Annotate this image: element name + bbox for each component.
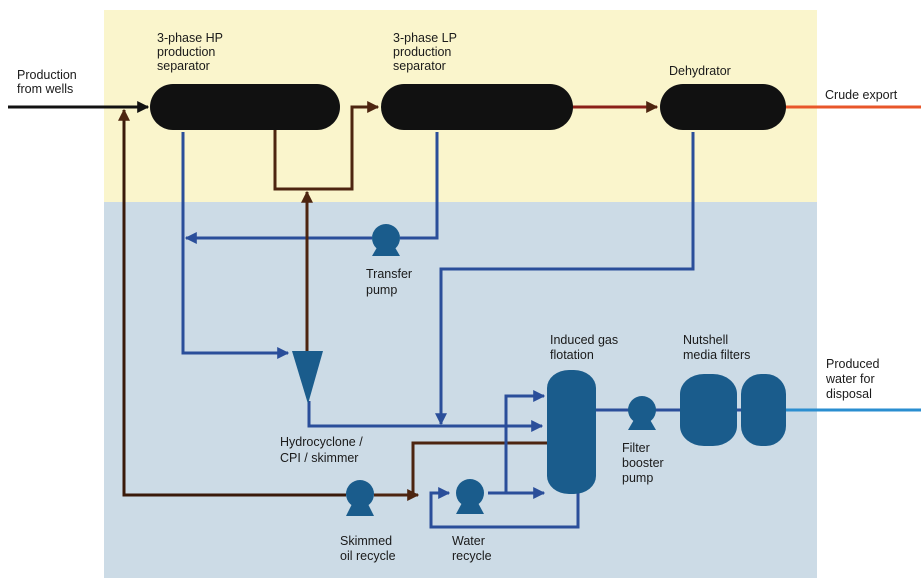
label-line: recycle xyxy=(452,549,492,563)
label-line: booster xyxy=(622,456,664,470)
label-line: media filters xyxy=(683,348,750,362)
label-line: from wells xyxy=(17,82,73,96)
hp-to-lp-oil-line xyxy=(273,101,380,191)
label-line: flotation xyxy=(550,348,594,362)
label-line: 3-phase LP xyxy=(393,31,457,45)
label-line: production xyxy=(157,45,215,59)
label-line: Nutshell xyxy=(683,333,728,347)
dehydrator-vessel xyxy=(660,84,786,130)
hydrocyclone-water-line xyxy=(307,401,544,432)
label-line: separator xyxy=(393,59,446,73)
water-recycle-loop-line xyxy=(429,458,580,529)
dehydrator-label: Dehydrator xyxy=(669,64,731,78)
label-line: Dehydrator xyxy=(669,64,731,78)
label-line: separator xyxy=(157,59,210,73)
crude-export-label: Crude export xyxy=(825,88,898,102)
skimmed-oil-pump-icon xyxy=(346,480,374,516)
label-line: disposal xyxy=(826,387,872,401)
label-line: CPI / skimmer xyxy=(280,451,358,465)
igf-recycle-inlet-line xyxy=(504,390,546,493)
transfer-pump-label: Transfer pump xyxy=(366,267,412,297)
nutshell-filter-1 xyxy=(680,374,737,446)
label-line: Produced xyxy=(826,357,880,371)
lp-separator-vessel xyxy=(381,84,573,130)
label-line: Production xyxy=(17,68,77,82)
skimmed-oil-recycle-line xyxy=(118,108,346,497)
nutshell-filter-2 xyxy=(741,374,786,446)
label-line: Transfer xyxy=(366,267,412,281)
igf-vessel xyxy=(547,370,596,494)
hp-water-line xyxy=(181,132,290,359)
label-line: pump xyxy=(366,283,397,297)
label-line: Hydrocyclone / xyxy=(280,435,363,449)
filter-booster-pump-icon xyxy=(628,396,656,430)
dehydrator-water-line xyxy=(435,132,695,426)
hp-separator-vessel xyxy=(150,84,340,130)
igf-oil-skim-line xyxy=(411,441,548,495)
label-line: Skimmed xyxy=(340,534,392,548)
transfer-pump-icon xyxy=(372,224,400,256)
label-line: oil recycle xyxy=(340,549,396,563)
lp-water-to-pump-line xyxy=(400,132,439,240)
hydrocyclone-icon xyxy=(292,351,323,404)
label-line: Water xyxy=(452,534,485,548)
label-line: Induced gas xyxy=(550,333,618,347)
label-line: 3-phase HP xyxy=(157,31,223,45)
label-line: Filter xyxy=(622,441,650,455)
label-line: production xyxy=(393,45,451,59)
label-line: water for xyxy=(825,372,875,386)
hydrocyclone-label: Hydrocyclone / CPI / skimmer xyxy=(280,435,363,465)
label-line: Crude export xyxy=(825,88,898,102)
label-line: pump xyxy=(622,471,653,485)
water-recycle-pump-icon xyxy=(456,479,484,514)
